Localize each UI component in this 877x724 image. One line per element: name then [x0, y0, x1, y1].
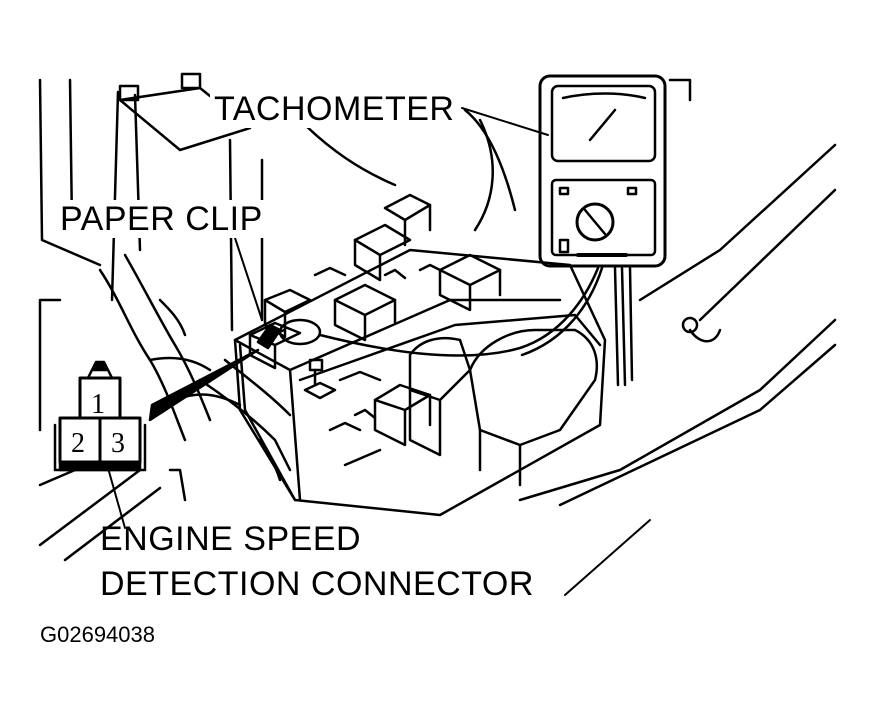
tachometer-label: TACHOMETER: [210, 90, 459, 128]
connector-pin-2: 2: [71, 428, 85, 459]
relay-box: [233, 193, 607, 517]
leader-lines: [107, 107, 651, 596]
connector-pinout-callout: [53, 348, 260, 472]
connector-label-line2: DETECTION CONNECTOR: [100, 565, 534, 603]
body-panel-lines: [38, 78, 837, 562]
tachometer-meter: [318, 74, 667, 387]
figure-id: G02694038: [40, 622, 155, 647]
hoses: [98, 253, 292, 482]
bolts: [118, 72, 252, 152]
connector-pin-3: 3: [111, 428, 125, 459]
paper-clip-label: PAPER CLIP: [56, 200, 267, 238]
paper-clip: [256, 318, 322, 350]
connector-pin-1: 1: [91, 389, 105, 420]
connector-label-line1: ENGINE SPEED: [100, 520, 362, 558]
